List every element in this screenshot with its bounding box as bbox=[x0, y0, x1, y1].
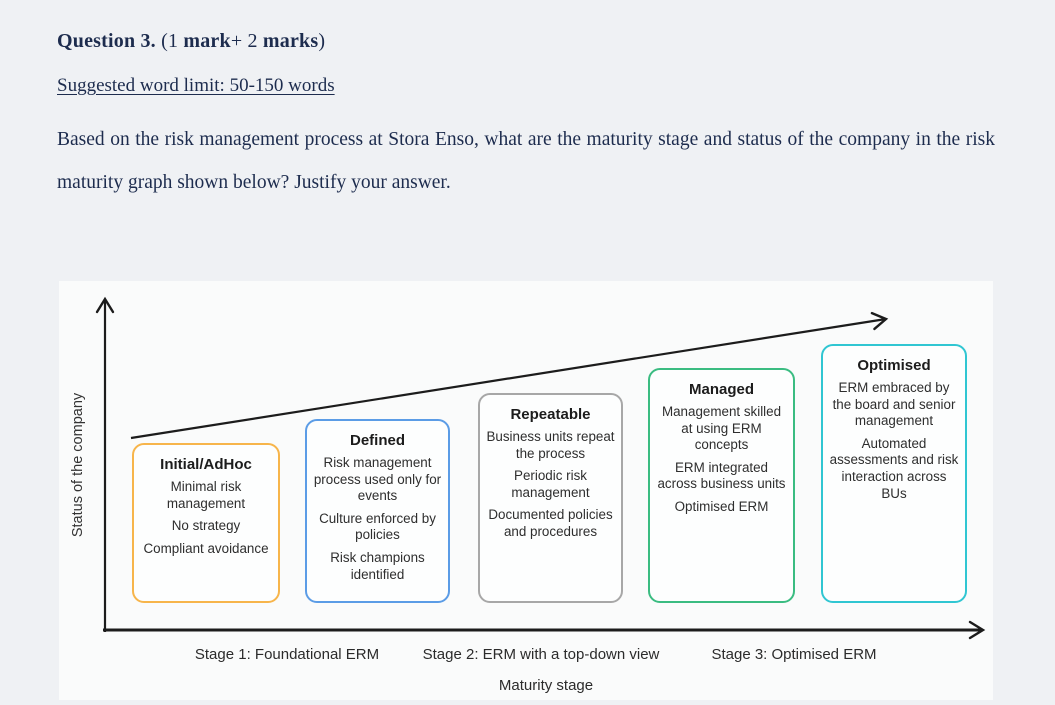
marks-open: (1 bbox=[155, 30, 184, 52]
question-body: Based on the risk management process at … bbox=[57, 129, 995, 193]
y-axis-label: Status of the company bbox=[70, 392, 86, 538]
marks-close: ) bbox=[318, 30, 326, 52]
stage-box-managed: Managed Management skilled at using ERM … bbox=[648, 368, 795, 603]
stage-box-title: Defined bbox=[349, 432, 405, 449]
stage-box-point: Compliant avoidance bbox=[143, 540, 269, 556]
stage-box-repeatable: Repeatable Business units repeat the pro… bbox=[478, 393, 623, 603]
stage-box-point: ERM integrated across business units bbox=[657, 459, 786, 492]
stage-box-point: Automated assessments and risk interacti… bbox=[829, 435, 959, 501]
stage-box-point: Business units repeat the process bbox=[486, 429, 615, 461]
stage-box-point: Periodic risk management bbox=[511, 468, 590, 500]
stage-box-point: Optimised ERM bbox=[674, 499, 769, 515]
question-number: Question 3. bbox=[57, 30, 156, 52]
stage-box-defined: Defined Risk management process used onl… bbox=[305, 419, 450, 603]
stage-box-point: Risk management process used only for ev… bbox=[313, 455, 442, 504]
maturity-diagram-panel: Status of the company Initial/AdHoc Mini… bbox=[59, 281, 993, 700]
marks-word-2: marks bbox=[262, 30, 319, 52]
stage-box-title: Repeatable bbox=[510, 406, 591, 423]
stage-box-title: Initial/AdHoc bbox=[160, 456, 252, 473]
stage-2-label: Stage 2: ERM with a top-down view bbox=[422, 646, 660, 663]
stage-box-initial-adhoc: Initial/AdHoc Minimal risk management No… bbox=[132, 443, 280, 603]
stage-box-optimised: Optimised ERM embraced by the board and … bbox=[821, 344, 967, 603]
stage-box-point: Minimal risk management bbox=[166, 479, 246, 511]
trend-arrow-line bbox=[130, 311, 889, 440]
question-document: Question 3. (1 mark+ 2 marks) Suggested … bbox=[57, 30, 995, 204]
stage-box-point: Risk champions identified bbox=[330, 550, 425, 582]
stage-box-point: Culture enforced by policies bbox=[319, 510, 436, 543]
stage-box-point: ERM embraced by the board and senior man… bbox=[832, 380, 956, 429]
stage-box-title: Managed bbox=[688, 381, 754, 398]
question-heading: Question 3. (1 mark+ 2 marks) bbox=[57, 30, 995, 53]
marks-word-1: mark bbox=[183, 30, 231, 52]
stage-3-label: Stage 3: Optimised ERM bbox=[711, 646, 877, 663]
stage-box-point: Management skilled at using ERM concepts bbox=[661, 404, 782, 453]
stage-1-label: Stage 1: Foundational ERM bbox=[194, 646, 380, 663]
stage-box-point: Documented policies and procedures bbox=[488, 507, 613, 540]
stage-box-title: Optimised bbox=[857, 357, 931, 374]
stage-box-point: No strategy bbox=[171, 518, 241, 534]
marks-mid: + 2 bbox=[230, 30, 263, 52]
word-limit-note: Suggested word limit: 50-150 words bbox=[57, 75, 335, 96]
axes-and-trend-arrows bbox=[95, 296, 986, 640]
x-axis-label: Maturity stage bbox=[498, 677, 594, 694]
